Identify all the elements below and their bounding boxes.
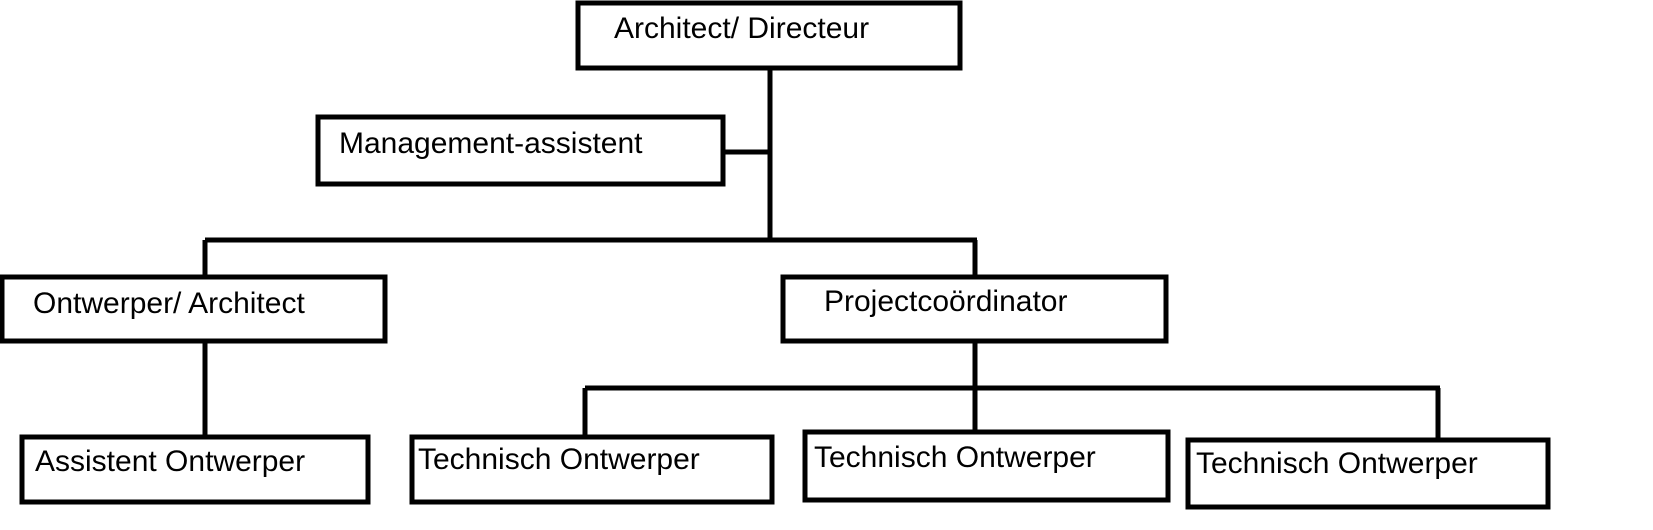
node-box-technisch-ontwerper-2[interactable] <box>802 429 1171 503</box>
node-box-management-assistent[interactable] <box>315 114 726 187</box>
node-label-projectcoordinator: Projectcoördinator <box>824 285 1067 318</box>
node-architect-directeur[interactable]: Architect/ Directeur <box>575 0 963 71</box>
node-label-management-assistent: Management-assistent <box>339 127 643 160</box>
node-box-technisch-ontwerper-1[interactable] <box>409 434 775 505</box>
node-ontwerper-architect[interactable]: Ontwerper/ Architect <box>0 274 388 344</box>
node-box-projectcoordinator[interactable] <box>780 274 1169 344</box>
node-box-ontwerper-architect[interactable] <box>0 274 388 344</box>
node-layer: Architect/ DirecteurManagement-assistent… <box>0 0 1551 510</box>
node-projectcoordinator[interactable]: Projectcoördinator <box>780 274 1169 344</box>
node-assistent-ontwerper[interactable]: Assistent Ontwerper <box>19 434 371 505</box>
node-label-assistent-ontwerper: Assistent Ontwerper <box>35 445 305 478</box>
node-box-assistent-ontwerper[interactable] <box>19 434 371 505</box>
node-label-technisch-ontwerper-3: Technisch Ontwerper <box>1196 447 1478 480</box>
node-label-technisch-ontwerper-1: Technisch Ontwerper <box>418 443 700 476</box>
node-label-architect-directeur: Architect/ Directeur <box>614 12 869 45</box>
node-technisch-ontwerper-2[interactable]: Technisch Ontwerper <box>802 429 1171 503</box>
connector-layer <box>202 68 1441 440</box>
node-box-technisch-ontwerper-3[interactable] <box>1185 437 1551 510</box>
node-label-technisch-ontwerper-2: Technisch Ontwerper <box>814 441 1096 474</box>
node-label-ontwerper-architect: Ontwerper/ Architect <box>33 287 305 320</box>
node-box-architect-directeur[interactable] <box>575 0 963 71</box>
node-management-assistent[interactable]: Management-assistent <box>315 114 726 187</box>
node-technisch-ontwerper-1[interactable]: Technisch Ontwerper <box>409 434 775 505</box>
node-technisch-ontwerper-3[interactable]: Technisch Ontwerper <box>1185 437 1551 510</box>
